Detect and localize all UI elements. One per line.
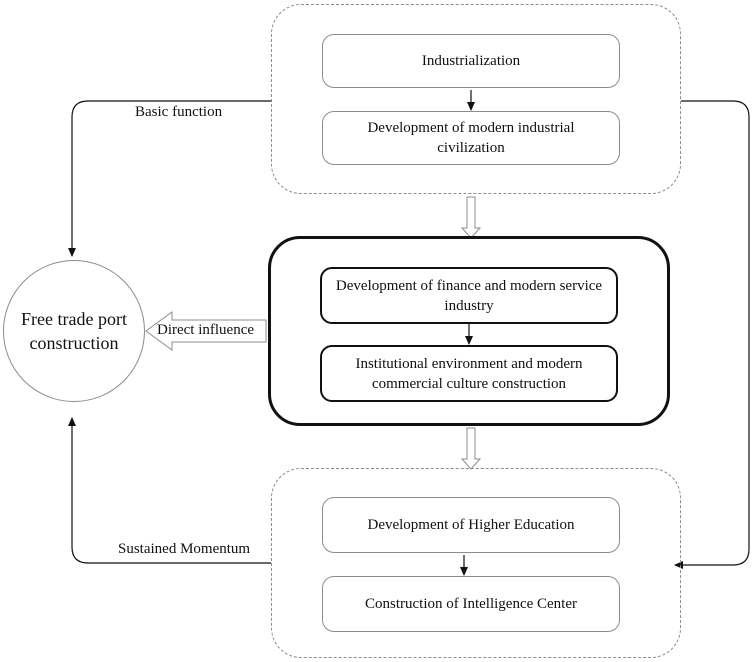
intelligence-center-label: Construction of Intelligence Center (364, 596, 578, 612)
middle-group-frame (268, 236, 670, 426)
higher-education-box: Development of Higher Education (322, 497, 620, 553)
industrialization-box: Industrialization (322, 34, 620, 88)
sustained-momentum-label: Sustained Momentum (118, 541, 251, 558)
sustained-momentum-arrow (68, 417, 271, 564)
basic-function-label: Basic function (135, 104, 223, 121)
right-loop-arrow (674, 100, 750, 569)
industrial-civilization-label: Development of modern industrial civiliz… (367, 120, 575, 156)
finance-service-box: Development of finance and modern servic… (320, 267, 618, 324)
hollow-arrow-top-to-middle (460, 196, 482, 239)
basic-function-arrow (68, 100, 271, 257)
institutional-environment-label: Institutional environment and modern com… (355, 355, 583, 392)
intelligence-center-box: Construction of Intelligence Center (322, 576, 620, 632)
industrialization-label: Industrialization (421, 53, 521, 69)
bottom-group-frame (271, 468, 681, 658)
direct-influence-label: Direct influence (157, 322, 255, 338)
hollow-arrow-middle-to-bottom (460, 427, 482, 470)
free-trade-port-circle: Free trade port construction (3, 260, 145, 402)
higher-education-label: Development of Higher Education (367, 517, 575, 533)
institutional-environment-box: Institutional environment and modern com… (320, 345, 618, 402)
industrial-civilization-box: Development of modern industrial civiliz… (322, 111, 620, 165)
top-group-frame (271, 4, 681, 194)
finance-service-label: Development of finance and modern servic… (335, 277, 603, 314)
circle-label: Free trade port construction (21, 309, 127, 353)
direct-influence-arrow (145, 311, 267, 351)
